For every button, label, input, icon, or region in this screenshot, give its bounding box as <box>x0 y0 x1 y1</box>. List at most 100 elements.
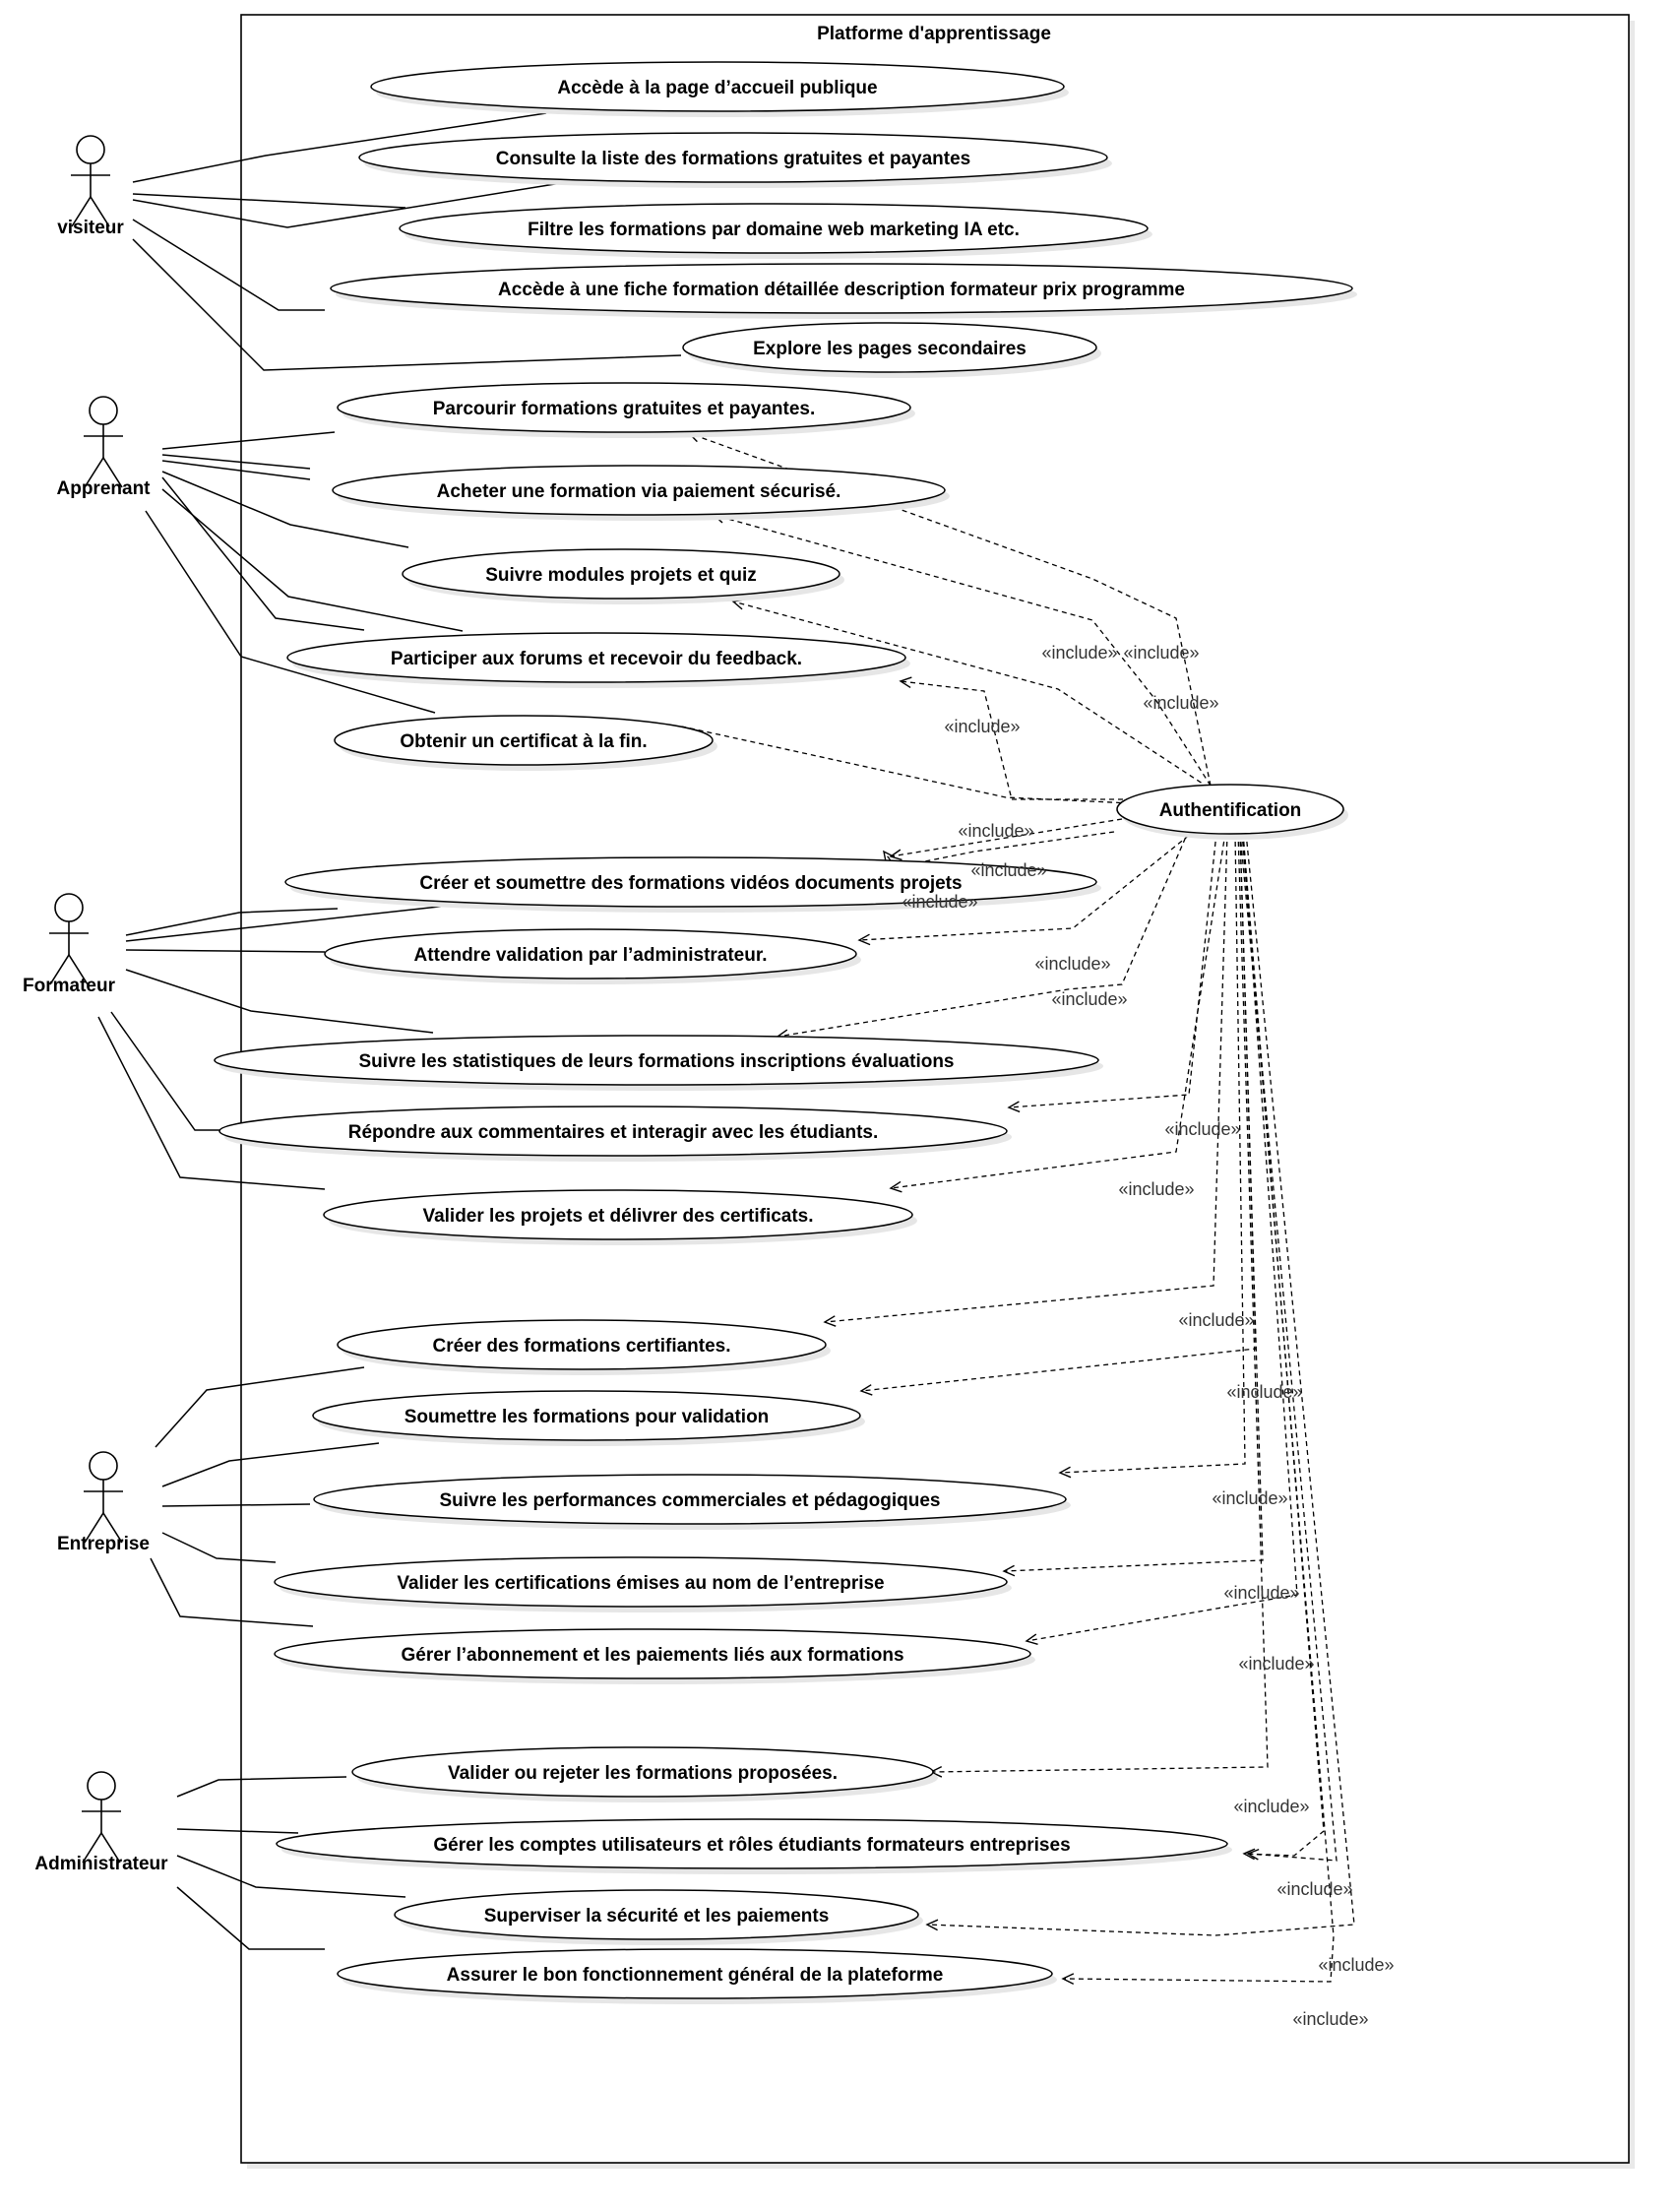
association-line-visiteur <box>132 182 562 228</box>
actor-legs <box>71 195 110 227</box>
use-case-visiteur-3[interactable]: Filtre les formations par domaine web ma… <box>399 203 1152 259</box>
use-case-entreprise-2[interactable]: Soumettre les formations pour validation <box>312 1390 865 1446</box>
use-case-visiteur-2-ellipse <box>358 132 1108 183</box>
use-case-entreprise-1[interactable]: Créer des formations certifiantes. <box>337 1319 831 1375</box>
use-case-visiteur-1[interactable]: Accède à la page d’accueil publique <box>370 61 1069 117</box>
association-line-visiteur <box>132 238 682 371</box>
association-line-entreprise <box>161 1503 311 1507</box>
include-label: «include» <box>1226 1382 1302 1402</box>
use-case-visiteur-5[interactable]: Explore les pages secondaires <box>682 322 1101 378</box>
use-case-entreprise-2-ellipse <box>312 1390 861 1441</box>
include-label: «include» <box>1318 1955 1394 1975</box>
use-case-entreprise-1-ellipse <box>337 1319 827 1370</box>
use-case-visiteur-1-label: Accède à la page d’accueil publique <box>557 78 877 98</box>
use-case-visiteur-4[interactable]: Accède à une fiche formation détaillée d… <box>330 263 1357 319</box>
association-line-formateur <box>110 1011 221 1131</box>
include-arrowhead <box>925 1919 939 1931</box>
use-case-administrateur-3[interactable]: Superviser la sécurité et les paiements <box>394 1889 923 1945</box>
include-label: «include» <box>1223 1583 1299 1603</box>
actor-legs <box>84 456 123 488</box>
include-arrowhead <box>883 850 895 863</box>
use-case-authentification[interactable]: Authentification <box>1116 784 1348 840</box>
association-line-apprenant <box>161 454 311 470</box>
use-case-administrateur-3-label: Superviser la sécurité et les paiements <box>484 1906 830 1927</box>
use-case-formateur-5[interactable]: Valider les projets et délivrer des cert… <box>323 1189 917 1245</box>
use-case-entreprise-4[interactable]: Valider les certifications émises au nom… <box>274 1556 1012 1612</box>
use-case-entreprise-2-label: Soumettre les formations pour validation <box>404 1407 770 1427</box>
include-arrowhead <box>1246 1848 1260 1861</box>
use-case-formateur-2[interactable]: Attendre validation par l’administrateur… <box>324 928 861 984</box>
include-arrowhead <box>1025 1633 1038 1645</box>
actor-head <box>89 396 118 425</box>
use-case-apprenant-1-ellipse <box>337 382 911 433</box>
actor-name: Apprenant <box>57 478 152 499</box>
include-dependency <box>688 432 1212 787</box>
association-line-entreprise <box>161 1442 380 1487</box>
use-case-apprenant-1[interactable]: Parcourir formations gratuites et payant… <box>337 382 915 438</box>
include-arrowhead <box>899 676 912 689</box>
use-case-apprenant-1-label: Parcourir formations gratuites et payant… <box>433 399 816 419</box>
include-label: «include» <box>970 860 1046 880</box>
use-case-visiteur-1-ellipse <box>370 61 1065 112</box>
actor-head <box>87 1771 116 1801</box>
include-label: «include» <box>1178 1310 1254 1330</box>
use-case-administrateur-2[interactable]: Gérer les comptes utilisateurs et rôles … <box>276 1818 1232 1874</box>
use-case-formateur-4[interactable]: Répondre aux commentaires et interagir a… <box>218 1106 1012 1162</box>
include-labels: «include» «include» «include» «include» «inc… <box>902 643 1394 2029</box>
use-case-apprenant-2-label: Acheter une formation via paiement sécur… <box>437 481 841 502</box>
include-dependency <box>890 818 1123 857</box>
association-line-formateur <box>97 1016 326 1190</box>
actor-entreprise[interactable]: Entreprise <box>57 1451 150 1554</box>
use-case-entreprise-5[interactable]: Gérer l’abonnement et les paiements liés… <box>274 1628 1035 1684</box>
include-label: «include» <box>1238 1654 1314 1674</box>
include-arrowhead <box>1002 1564 1016 1577</box>
use-case-entreprise-4-label: Valider les certifications émises au nom… <box>397 1573 884 1594</box>
association-line-formateur <box>125 908 339 936</box>
use-case-authentification-ellipse <box>1116 784 1344 835</box>
use-case-entreprise-5-label: Gérer l’abonnement et les paiements liés… <box>401 1645 903 1666</box>
use-case-apprenant-4-label: Participer aux forums et recevoir du fee… <box>391 649 802 669</box>
include-dependency <box>1059 832 1246 1474</box>
actor-visiteur[interactable]: visiteur <box>57 135 124 238</box>
use-case-formateur-4-label: Répondre aux commentaires et interagir a… <box>348 1122 879 1143</box>
use-case-visiteur-2[interactable]: Consulte la liste des formations gratuit… <box>358 132 1112 188</box>
association-line-entreprise <box>150 1557 314 1627</box>
actor-administrateur[interactable]: Administrateur <box>34 1771 168 1874</box>
association-line-formateur <box>125 949 326 953</box>
use-case-administrateur-4[interactable]: Assurer le bon fonctionnement général de… <box>337 1948 1057 2004</box>
use-case-administrateur-1[interactable]: Valider ou rejeter les formations propos… <box>351 1746 938 1802</box>
association-line-apprenant <box>161 460 311 480</box>
include-arrowhead <box>889 1180 902 1193</box>
actor-legs <box>49 953 89 985</box>
use-case-formateur-2-ellipse <box>324 928 857 980</box>
actor-apprenant[interactable]: Apprenant <box>57 396 152 499</box>
actor-legs <box>84 1511 123 1544</box>
use-cases: Accède à la page d’accueil publiqueConsu… <box>214 61 1357 2004</box>
include-dependency <box>1026 832 1298 1642</box>
use-case-entreprise-4-ellipse <box>274 1556 1008 1608</box>
use-case-apprenant-5[interactable]: Obtenir un certificat à la fin. <box>334 715 717 771</box>
use-case-apprenant-4[interactable]: Participer aux forums et recevoir du fee… <box>286 632 910 688</box>
include-dependency <box>900 680 1176 800</box>
use-case-formateur-1[interactable]: Créer et soumettre des formations vidéos… <box>284 856 1101 913</box>
association-line-administrateur <box>176 1776 347 1798</box>
include-label: «include» <box>1034 954 1110 974</box>
include-dependency <box>824 832 1228 1323</box>
association-line-apprenant <box>161 476 365 631</box>
actor-formateur[interactable]: Formateur <box>23 893 116 996</box>
use-case-formateur-3[interactable]: Suivre les statistiques de leurs formati… <box>214 1035 1103 1091</box>
use-case-apprenant-3[interactable]: Suivre modules projets et quiz <box>402 548 844 604</box>
association-line-entreprise <box>161 1532 277 1563</box>
use-case-apprenant-2[interactable]: Acheter une formation via paiement sécur… <box>332 465 950 521</box>
use-case-formateur-1-label: Créer et soumettre des formations vidéos… <box>419 873 962 894</box>
use-case-apprenant-5-ellipse <box>334 715 714 766</box>
use-case-formateur-1-ellipse <box>284 856 1097 908</box>
include-arrowhead <box>1242 1848 1256 1861</box>
use-case-formateur-3-label: Suivre les statistiques de leurs formati… <box>358 1051 954 1072</box>
include-label: «include» <box>1233 1797 1309 1816</box>
use-case-formateur-4-ellipse <box>218 1106 1008 1157</box>
include-label: «include» <box>1292 2009 1368 2029</box>
association-line-visiteur <box>132 193 406 209</box>
use-case-entreprise-3[interactable]: Suivre les performances commerciales et … <box>313 1474 1071 1530</box>
